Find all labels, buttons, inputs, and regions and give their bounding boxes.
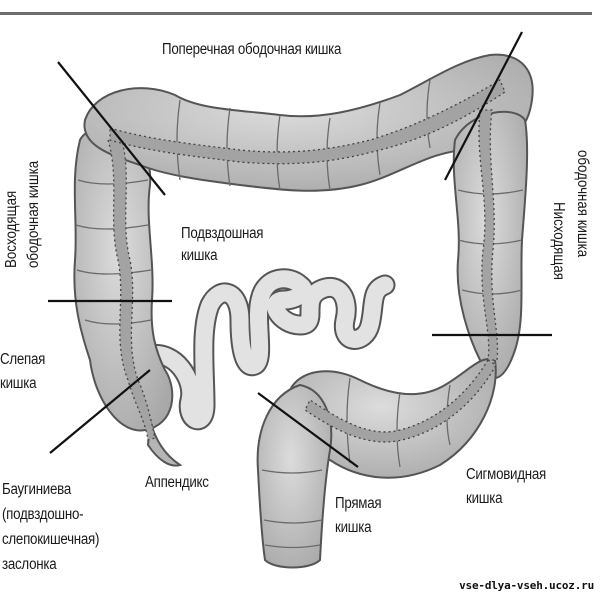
label-ileum-line1: Подвздошная [181, 225, 264, 242]
top-rule [0, 12, 592, 15]
label-bauhin-valve-line4: заслонка [2, 556, 57, 573]
label-cecum-line1: Слепая [0, 351, 46, 368]
label-bauhin-valve-line3: слепокишечная) [2, 531, 100, 548]
pointer-line-rectum [257, 392, 359, 468]
label-sigmoid-colon-line1: Сигмовидная [466, 466, 546, 483]
label-appendix: Аппендикс [145, 474, 209, 491]
label-rectum-line2: кишка [335, 519, 372, 536]
label-sigmoid-colon-line2: кишка [466, 490, 503, 507]
lumen-bands [107, 79, 506, 443]
label-bauhin-valve-line1: Баугиниева [2, 481, 71, 498]
ileum [139, 268, 396, 431]
haustra-folds [75, 79, 524, 549]
label-ascending-colon-line2: ободочная кишка [25, 160, 42, 268]
label-descending-colon-line1: Нисходящая [550, 202, 567, 280]
pointer-lines [48, 31, 552, 468]
pointer-line-cecum [49, 369, 151, 454]
pointer-line-transverse-right [444, 31, 523, 181]
label-transverse-colon: Поперечная ободочная кишка [162, 41, 342, 58]
label-descending-colon-line2: ободочная кишка [574, 150, 591, 258]
pointer-line-transverse-left [57, 61, 166, 196]
label-ileum-line2: кишка [181, 247, 218, 264]
label-bauhin-valve-line2: (подвздошно- [2, 506, 84, 523]
label-cecum-line2: кишка [0, 375, 37, 392]
label-ascending-colon-line1: Восходящая [3, 190, 20, 268]
watermark: vse-dlya-vseh.ucoz.ru [459, 579, 594, 592]
label-rectum-line1: Прямая [335, 495, 382, 512]
